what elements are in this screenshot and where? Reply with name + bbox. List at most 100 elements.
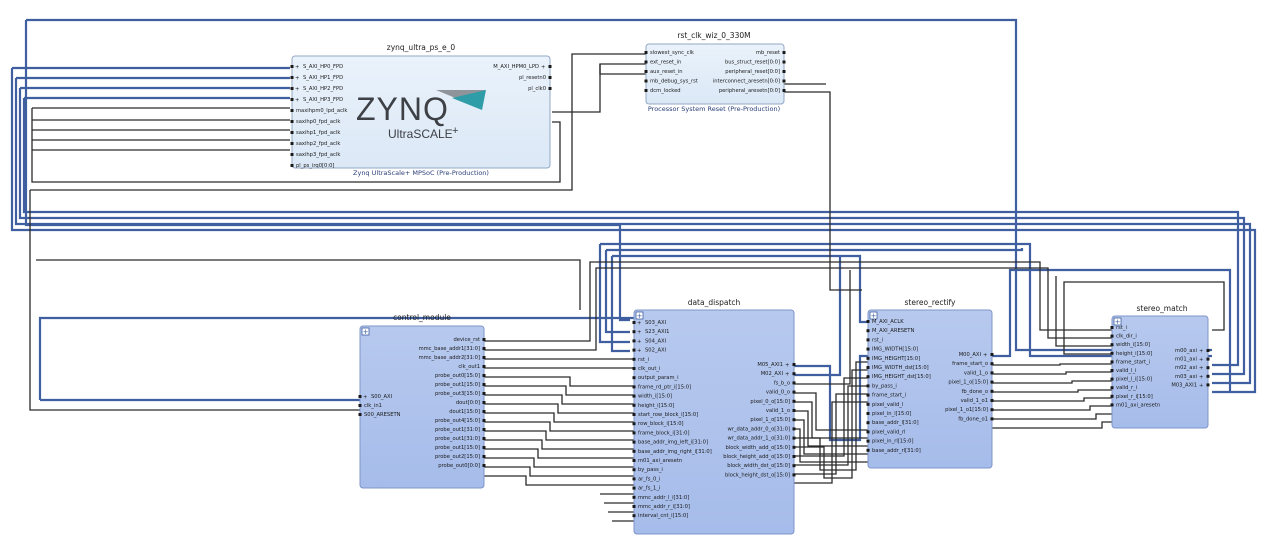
bus-plus-icon[interactable]: + [1199,374,1203,380]
bus-plus-icon[interactable]: + [637,330,641,336]
port-pin[interactable] [290,65,294,68]
port-pin[interactable] [548,65,552,68]
port-pin[interactable] [792,473,796,477]
bus-plus-icon[interactable]: + [295,65,299,71]
port-pin[interactable] [644,51,648,54]
port-pin[interactable] [866,402,870,406]
port-pin[interactable] [792,381,796,385]
port-pin[interactable] [1206,366,1210,370]
port-pin[interactable] [290,153,294,156]
port-pin[interactable] [632,339,636,343]
block-data-dispatch[interactable]: data_dispatch + S03_AXI+S23_AXI1+S04_AXI… [632,298,796,535]
port-pin[interactable] [290,164,294,167]
port-pin[interactable] [1110,369,1114,372]
port-pin[interactable] [866,347,870,351]
port-pin[interactable] [1110,377,1114,381]
port-pin[interactable] [866,421,870,425]
port-pin[interactable] [1110,334,1114,338]
port-pin[interactable] [632,486,636,490]
port-pin[interactable] [482,392,486,395]
port-pin[interactable] [548,87,552,90]
port-pin[interactable] [782,60,786,64]
port-pin[interactable] [632,330,636,334]
bus-plus-icon[interactable]: + [363,395,367,401]
expand-icon[interactable] [635,311,644,320]
port-pin[interactable] [644,89,648,92]
port-pin[interactable] [866,366,870,369]
port-pin[interactable] [632,477,636,481]
bus-plus-icon[interactable]: + [1199,383,1203,389]
port-pin[interactable] [290,87,294,90]
port-pin[interactable] [482,383,486,386]
port-pin[interactable] [482,437,486,440]
port-pin[interactable] [632,422,636,426]
port-pin[interactable] [290,76,294,79]
port-pin[interactable] [866,439,870,443]
port-pin[interactable] [1110,403,1114,407]
port-pin[interactable] [482,347,486,350]
port-pin[interactable] [782,89,786,92]
port-pin[interactable] [990,408,994,412]
port-pin[interactable] [990,399,994,402]
port-pin[interactable] [482,464,486,467]
bus-plus-icon[interactable]: + [295,87,299,93]
port-pin[interactable] [792,436,796,440]
port-pin[interactable] [482,338,486,341]
block-stereo-rectify[interactable]: stereo_rectify + M_AXI_ACLKM_AXI_ARESETN… [866,298,994,469]
port-pin[interactable] [1206,357,1210,361]
port-pin[interactable] [990,389,994,393]
block-zynq[interactable]: zynq_ultra_ps_e_0 Zynq UltraScale+ MPSoC… [290,43,552,177]
bus-plus-icon[interactable]: + [785,363,789,369]
port-pin[interactable] [290,98,294,101]
port-pin[interactable] [1110,326,1114,329]
bus-plus-icon[interactable]: + [1199,366,1203,372]
port-pin[interactable] [990,417,994,421]
port-pin[interactable] [290,142,294,145]
port-pin[interactable] [990,371,994,375]
port-pin[interactable] [792,464,796,468]
port-pin[interactable] [632,440,636,444]
port-pin[interactable] [792,363,796,366]
port-pin[interactable] [482,419,486,422]
port-pin[interactable] [358,395,362,398]
port-pin[interactable] [632,459,636,462]
port-pin[interactable] [792,372,796,376]
port-pin[interactable] [632,357,636,361]
port-pin[interactable] [1206,374,1210,378]
port-pin[interactable] [482,428,486,431]
port-pin[interactable] [632,394,636,398]
bus-plus-icon[interactable]: + [637,339,641,345]
port-pin[interactable] [1110,343,1114,347]
port-pin[interactable] [482,455,486,458]
port-pin[interactable] [866,393,870,397]
port-pin[interactable] [866,412,870,415]
port-pin[interactable] [632,514,636,518]
port-pin[interactable] [632,413,636,416]
port-pin[interactable] [632,449,636,453]
bus-plus-icon[interactable]: + [1199,357,1203,363]
bus-plus-icon[interactable]: + [295,76,299,82]
port-pin[interactable] [482,446,486,449]
bus-plus-icon[interactable]: + [637,348,641,354]
port-pin[interactable] [1206,383,1210,387]
port-pin[interactable] [632,495,636,499]
port-pin[interactable] [990,353,994,356]
port-pin[interactable] [482,401,486,404]
port-pin[interactable] [482,410,486,413]
bus-plus-icon[interactable]: + [295,98,299,104]
port-pin[interactable] [632,348,636,352]
port-pin[interactable] [632,385,636,389]
port-pin[interactable] [866,375,870,379]
port-pin[interactable] [644,70,648,73]
bus-plus-icon[interactable]: + [785,372,789,378]
bus-plus-icon[interactable]: + [637,321,641,327]
port-pin[interactable] [1206,349,1210,352]
expand-icon[interactable] [1113,317,1122,326]
port-pin[interactable] [866,384,870,388]
port-pin[interactable] [358,404,362,407]
port-pin[interactable] [632,376,636,380]
port-pin[interactable] [782,51,786,54]
port-pin[interactable] [990,362,994,366]
port-pin[interactable] [990,380,994,384]
